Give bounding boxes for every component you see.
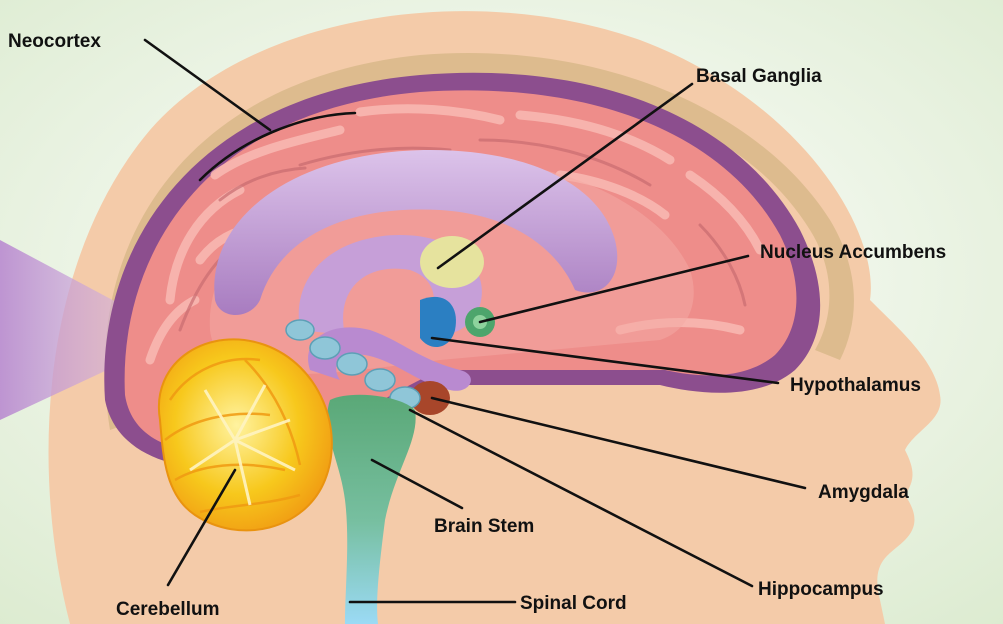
label-hippocampus: Hippocampus — [758, 579, 884, 600]
label-spinal-cord: Spinal Cord — [520, 593, 627, 614]
label-amygdala: Amygdala — [818, 482, 909, 503]
label-cerebellum: Cerebellum — [116, 599, 219, 620]
label-brain-stem: Brain Stem — [434, 516, 534, 537]
label-basal-ganglia: Basal Ganglia — [696, 66, 822, 87]
label-hypothalamus: Hypothalamus — [790, 375, 921, 396]
label-nucleus-accumbens: Nucleus Accumbens — [760, 242, 946, 263]
basal-ganglia — [420, 236, 484, 288]
label-neocortex: Neocortex — [8, 31, 101, 52]
